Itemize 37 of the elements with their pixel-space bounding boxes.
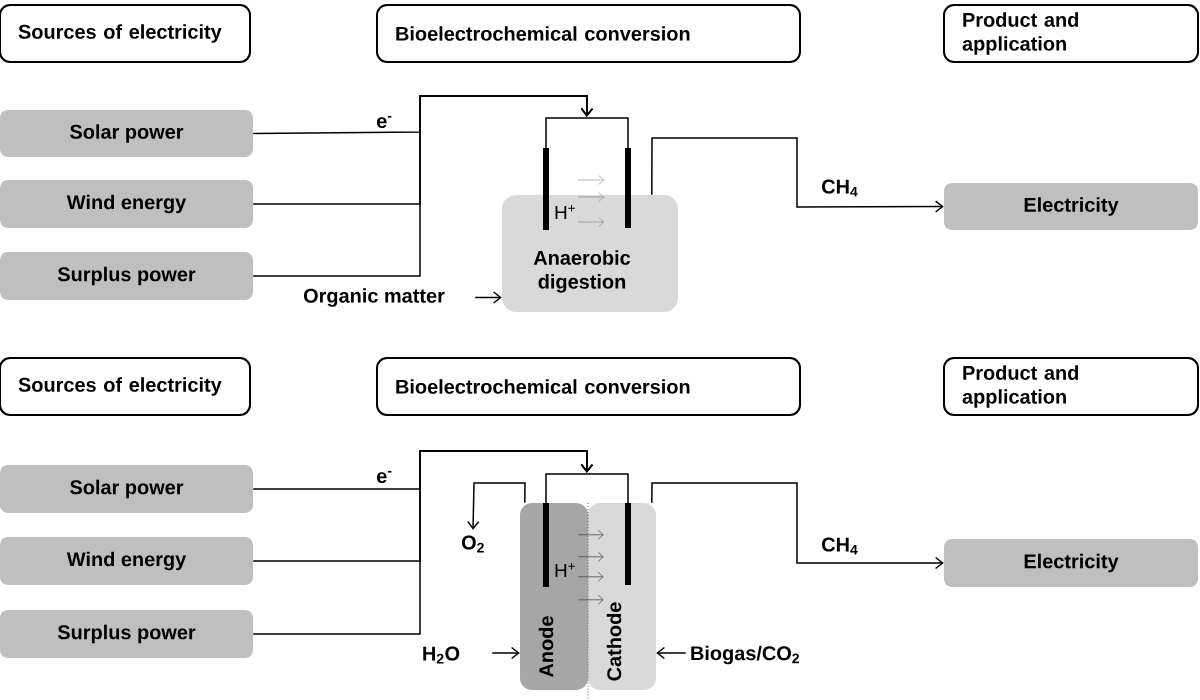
arrow [656, 646, 687, 660]
edge-label: e$^{-}$ [377, 470, 392, 484]
arrow [577, 594, 604, 605]
cathode-chamber: Cathode [588, 503, 656, 690]
source-box: Solar power [0, 110, 253, 157]
edge-label: CH$_{4}$ [822, 537, 858, 555]
heading-box: Sources of electricity [0, 357, 251, 416]
source-box: Electricity [944, 539, 1198, 587]
source-box: Surplus power [0, 610, 253, 658]
source-box: Wind energy [0, 537, 253, 585]
arrow [252, 95, 594, 277]
arrow [651, 482, 944, 570]
arrow [474, 291, 502, 304]
source-box: Surplus power [0, 252, 253, 300]
arrow [577, 571, 604, 582]
heading-box: Product and application [943, 357, 1199, 416]
input-text: Biogas/CO$_{2}$ [691, 645, 799, 665]
heading-box: Bioelectrochemical conversion [376, 357, 801, 416]
heading-box: Bioelectrochemical conversion [376, 4, 801, 63]
input-text: H$_{2}$O [423, 646, 460, 664]
heading-box: Sources of electricity [0, 4, 251, 63]
input-text: Organic matter [303, 288, 445, 307]
edge-label: e$^{-}$ [377, 115, 392, 129]
arrow [577, 551, 604, 562]
edge-label: CH$_{4}$ [822, 179, 858, 197]
arrow [651, 137, 944, 213]
arrow [252, 450, 594, 635]
arrow [577, 529, 604, 540]
source-box: Solar power [0, 465, 253, 513]
arrow [491, 646, 520, 660]
arrow [466, 482, 526, 530]
ion-label: H$^{+}$ [555, 563, 575, 577]
heading-box: Product and application [943, 4, 1199, 63]
source-box: Wind energy [0, 180, 253, 228]
source-box: Electricity [944, 183, 1198, 230]
ion-label: H$^{+}$ [555, 205, 575, 219]
input-text: O$_{2}$ [461, 535, 484, 553]
